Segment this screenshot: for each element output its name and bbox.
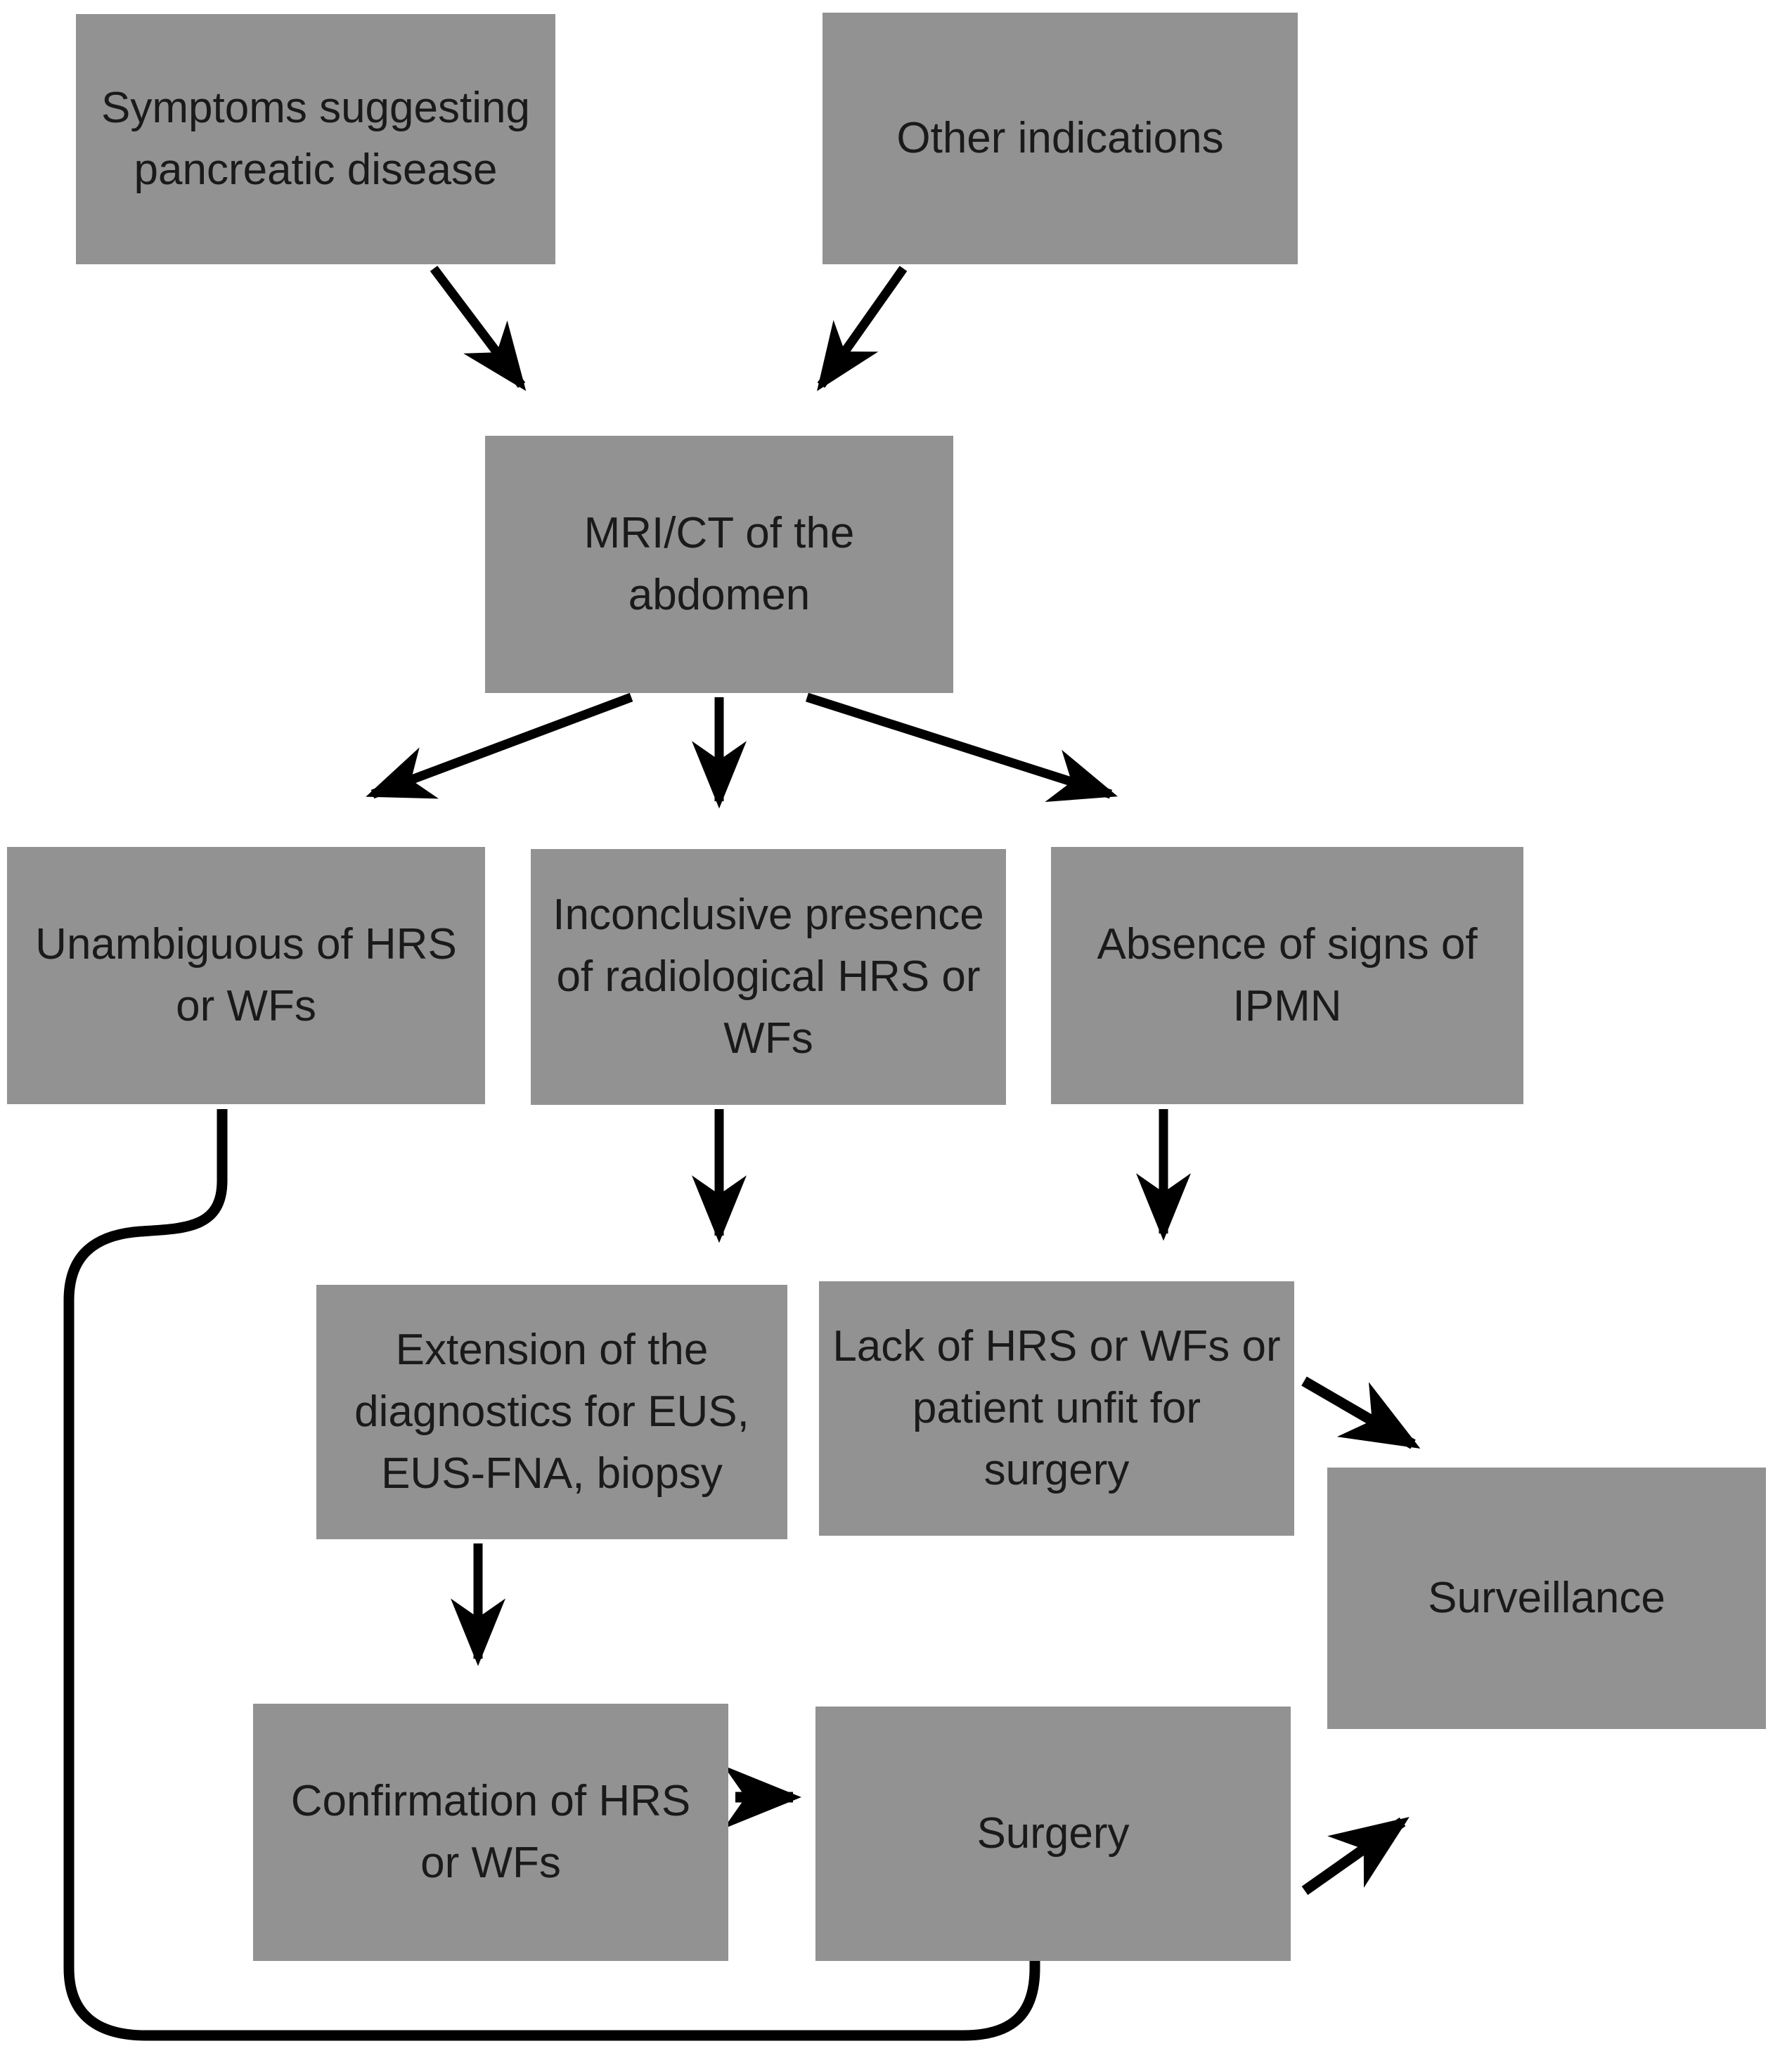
node-unambiguous-hrs-wfs[interactable]: Unambiguous of HRS or WFs — [7, 847, 485, 1104]
node-absence-of-ipmn[interactable]: Absence of signs of IPMN — [1051, 847, 1523, 1104]
node-lack-of-hrs-wfs[interactable]: Lack of HRS or WFs or patient unfit for … — [819, 1281, 1294, 1536]
node-extension-diagnostics[interactable]: Extension of the diagnostics for EUS, EU… — [316, 1285, 787, 1539]
node-surveillance[interactable]: Surveillance — [1327, 1468, 1766, 1729]
edge-mrict-to-absence — [366, 692, 633, 799]
node-confirmation-hrs-wfs[interactable]: Confirmation of HRS or WFs — [253, 1704, 728, 1961]
edge-other-to-mrict — [817, 266, 908, 391]
node-mri-ct-abdomen[interactable]: MRI/CT of the abdomen — [485, 436, 953, 693]
edge-mrict-to-unambiguous — [806, 692, 1118, 803]
node-surgery[interactable]: Surgery — [815, 1707, 1291, 1961]
edge-surgery-to-surveillance — [1301, 1817, 1410, 1896]
edge-lack-to-surveillance — [1301, 1376, 1421, 1449]
node-symptoms[interactable]: Symptoms suggesting pancreatic disease — [76, 14, 555, 264]
edge-symptoms-to-mrict — [430, 266, 527, 391]
node-other-indications[interactable]: Other indications — [823, 13, 1298, 264]
node-inconclusive-presence[interactable]: Inconclusive presence of radiological HR… — [531, 849, 1006, 1105]
